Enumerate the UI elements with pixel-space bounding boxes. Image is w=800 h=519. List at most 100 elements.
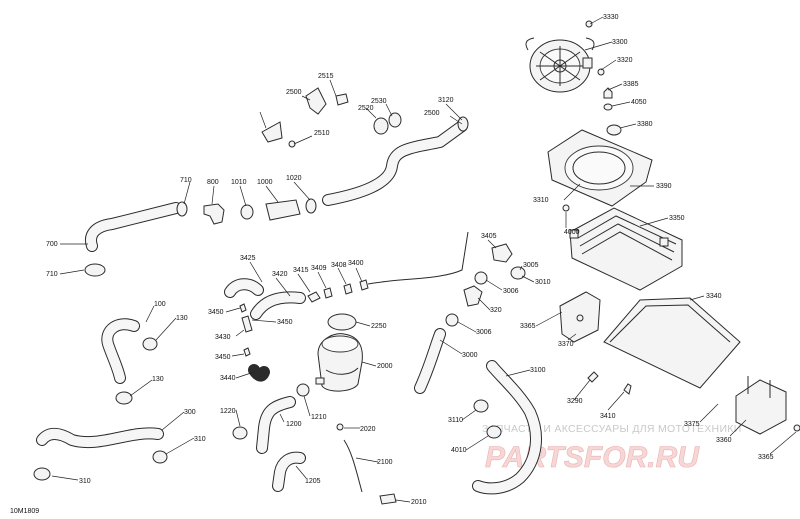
screw-2510-part xyxy=(288,140,296,148)
callout-3440: 3440 xyxy=(220,375,236,382)
pipe-3400-part xyxy=(367,231,469,285)
bracket-2515-part xyxy=(305,87,327,115)
watermark-logo: PARTSFOR.RU xyxy=(485,441,700,474)
callout-3120: 3120 xyxy=(438,97,454,104)
parts xyxy=(33,20,800,505)
callout-710b: 710 xyxy=(46,271,58,278)
fitting-320-part xyxy=(463,285,483,307)
diagram-reference-code: 10M1809 xyxy=(10,508,39,515)
callout-3000: 3000 xyxy=(462,352,478,359)
callout-2250: 2250 xyxy=(371,323,387,330)
hose-1000-part xyxy=(265,199,301,221)
callout-3425: 3425 xyxy=(240,255,256,262)
clamp-2530-part xyxy=(388,112,402,128)
bracket-2500-part xyxy=(261,121,283,143)
callout-3005: 3005 xyxy=(523,262,539,269)
fitting-3408-part xyxy=(343,283,353,295)
callout-3300: 3300 xyxy=(612,39,628,46)
fan-assembly-part xyxy=(525,37,595,93)
callout-3400: 3400 xyxy=(348,260,364,267)
callout-1210: 1210 xyxy=(311,414,327,421)
callout-4010: 4010 xyxy=(451,447,467,454)
clamp-310-part xyxy=(152,450,168,464)
callout-3330: 3330 xyxy=(603,14,619,21)
callout-3006b: 3006 xyxy=(476,329,492,336)
callout-3100: 3100 xyxy=(530,367,546,374)
callout-3375: 3375 xyxy=(684,421,700,428)
callout-3430: 3430 xyxy=(215,334,231,341)
callout-100: 100 xyxy=(154,301,166,308)
fitting-3415-part xyxy=(307,291,321,303)
hose-3100-part xyxy=(472,360,542,495)
callout-130: 130 xyxy=(176,315,188,322)
callout-800: 800 xyxy=(207,179,219,186)
clamp-1020-part xyxy=(305,198,317,214)
callout-3360: 3360 xyxy=(716,437,732,444)
clamp-1210-part xyxy=(296,383,310,397)
callout-3380: 3380 xyxy=(637,121,653,128)
callout-2520: 2520 xyxy=(358,105,374,112)
valve-3430-part xyxy=(241,315,253,333)
radiator-part xyxy=(569,207,683,291)
callout-3350: 3350 xyxy=(669,215,685,222)
callout-3110: 3110 xyxy=(448,417,463,424)
callout-3290: 3290 xyxy=(567,398,583,405)
hose-2100-part xyxy=(343,439,363,493)
callout-3370: 3370 xyxy=(558,341,574,348)
upper-radiator-hose-part xyxy=(322,120,468,206)
callout-1010: 1010 xyxy=(231,179,247,186)
clip-3290-part xyxy=(587,371,599,383)
fitting-2515-part xyxy=(335,93,349,106)
callout-2515: 2515 xyxy=(318,73,334,80)
callout-3420: 3420 xyxy=(272,271,288,278)
clamp-3120-part xyxy=(457,116,469,132)
callout-2010: 2010 xyxy=(411,499,427,506)
fitting-3450-part xyxy=(239,303,247,313)
callout-2500: 2500 xyxy=(286,89,302,96)
callout-2530: 2530 xyxy=(371,98,387,105)
callout-3415: 3415 xyxy=(293,267,309,274)
tank-cap-part xyxy=(327,313,357,331)
callout-3310: 3310 xyxy=(533,197,549,204)
watermark: ЗАПЧАСТИ И АКСЕССУАРЫ ДЛЯ МОТОТЕХНИКИ PA… xyxy=(482,423,741,474)
clamp-710b-part xyxy=(84,263,106,277)
callout-3010: 3010 xyxy=(535,279,551,286)
callout-3385: 3385 xyxy=(623,81,639,88)
fitting-2020-part xyxy=(336,423,344,431)
hose-3420-part xyxy=(224,278,306,320)
clamp-310b-part xyxy=(33,467,51,481)
callout-1220: 1220 xyxy=(220,408,236,415)
callout-2500b: 2500 xyxy=(424,110,440,117)
callout-320: 320 xyxy=(490,307,502,314)
radiator-bracket-part xyxy=(559,291,601,343)
clamp-1010-part xyxy=(240,204,254,220)
callout-4050: 4050 xyxy=(631,99,647,106)
fitting-3400-part xyxy=(359,279,369,291)
elbow-3405-part xyxy=(491,243,513,263)
clamp-2520-part xyxy=(373,117,389,135)
hose-3440-part xyxy=(248,364,270,382)
callout-130b: 130 xyxy=(152,376,164,383)
fitting-3450b-part xyxy=(243,347,251,357)
fan-shroud-part xyxy=(547,129,653,207)
callout-4000: 4000 xyxy=(564,229,580,236)
clamp-4010-part xyxy=(486,425,502,439)
callout-300: 300 xyxy=(184,409,196,416)
callout-3340: 3340 xyxy=(706,293,722,300)
callout-1200: 1200 xyxy=(286,421,302,428)
callout-1000: 1000 xyxy=(257,179,273,186)
clamp-710-part xyxy=(176,201,188,217)
callout-710: 710 xyxy=(180,177,192,184)
callout-labels: 3330 3300 3320 3385 4050 3380 3390 3310 … xyxy=(46,14,774,506)
hose-1205-part xyxy=(272,451,306,492)
callout-3450b: 3450 xyxy=(277,319,293,326)
callout-2100: 2100 xyxy=(377,459,393,466)
fitting-3409-part xyxy=(323,287,333,299)
callout-3450: 3450 xyxy=(208,309,224,316)
fitting-800-part xyxy=(203,203,225,225)
callout-2510: 2510 xyxy=(314,130,330,137)
callout-3006: 3006 xyxy=(503,288,519,295)
callout-1020: 1020 xyxy=(286,175,302,182)
callout-3410: 3410 xyxy=(600,413,616,420)
coolant-tank-part xyxy=(315,333,363,392)
